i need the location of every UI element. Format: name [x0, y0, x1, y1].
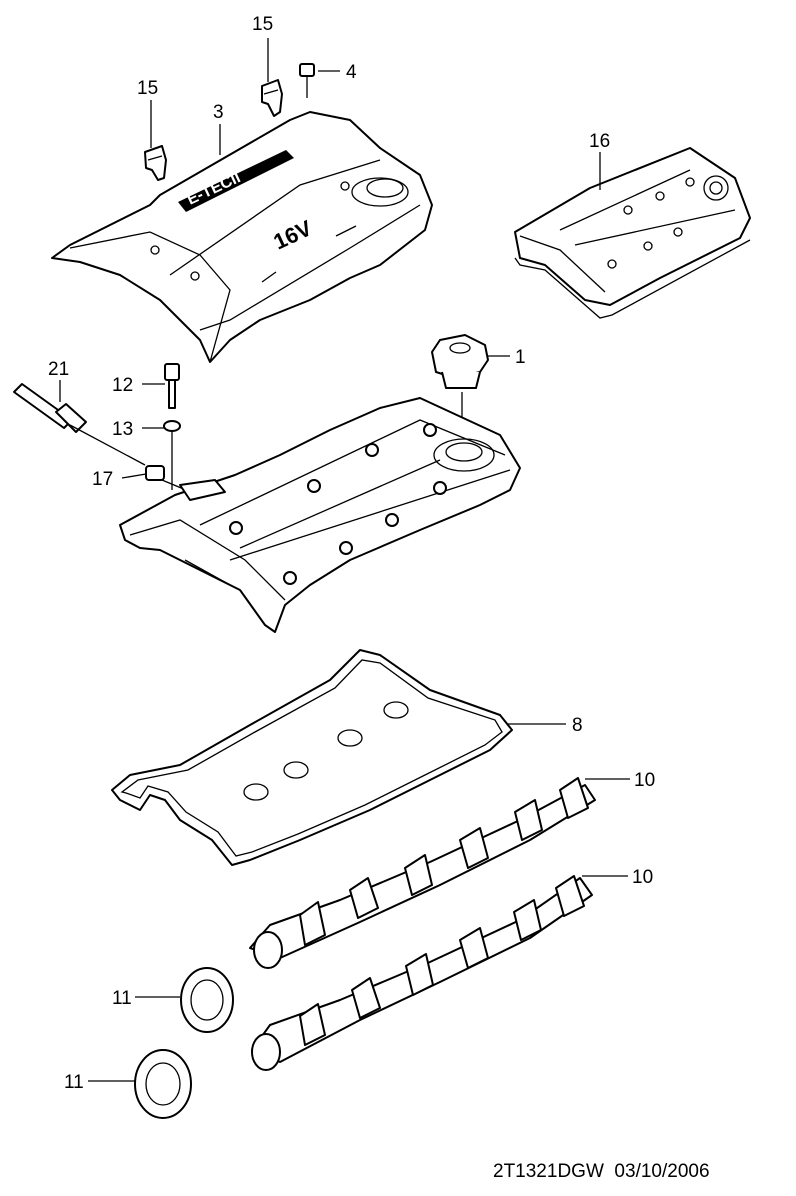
callout-13: 13 [112, 419, 133, 440]
oil-seal-11-lower [134, 1049, 192, 1119]
callout-15-left: 15 [137, 78, 158, 99]
camshaft-10-lower [251, 875, 593, 1071]
bolt-12 [164, 363, 180, 409]
camshaft-10-upper [249, 777, 596, 969]
callout-21: 21 [48, 359, 69, 380]
callout-11-lower: 11 [64, 1072, 84, 1093]
oil-filler-cap [431, 334, 489, 440]
callout-1: 1 [515, 347, 526, 368]
clip-15-left [144, 145, 167, 181]
cover-gasket-8 [111, 649, 513, 866]
callout-11-upper: 11 [112, 988, 132, 1009]
callout-8: 8 [572, 715, 583, 736]
bolt-4 [299, 63, 315, 98]
callout-15-top: 15 [252, 14, 273, 35]
cover-assembly-16 [514, 147, 751, 319]
engine-cover: E-TECII 16V [51, 111, 433, 363]
callout-10-upper: 10 [634, 770, 655, 791]
callout-16: 16 [589, 131, 610, 152]
oil-seal-11-upper [180, 967, 234, 1033]
clip-15-top [261, 79, 283, 117]
callout-12: 12 [112, 375, 133, 396]
leader-lines [59, 38, 630, 1082]
callout-labels: 15 4 15 3 16 1 21 12 13 17 8 10 10 11 11 [48, 14, 655, 1093]
pcv-hose-21 [13, 383, 146, 466]
callout-4: 4 [346, 62, 357, 83]
washer-13 [163, 420, 181, 490]
camshaft-cover [119, 397, 521, 633]
diagram-footer-code: 2T1321DGW 03/10/2006 [493, 1161, 710, 1182]
callout-17: 17 [92, 469, 113, 490]
callout-10-lower: 10 [632, 867, 653, 888]
callout-3: 3 [213, 102, 224, 123]
